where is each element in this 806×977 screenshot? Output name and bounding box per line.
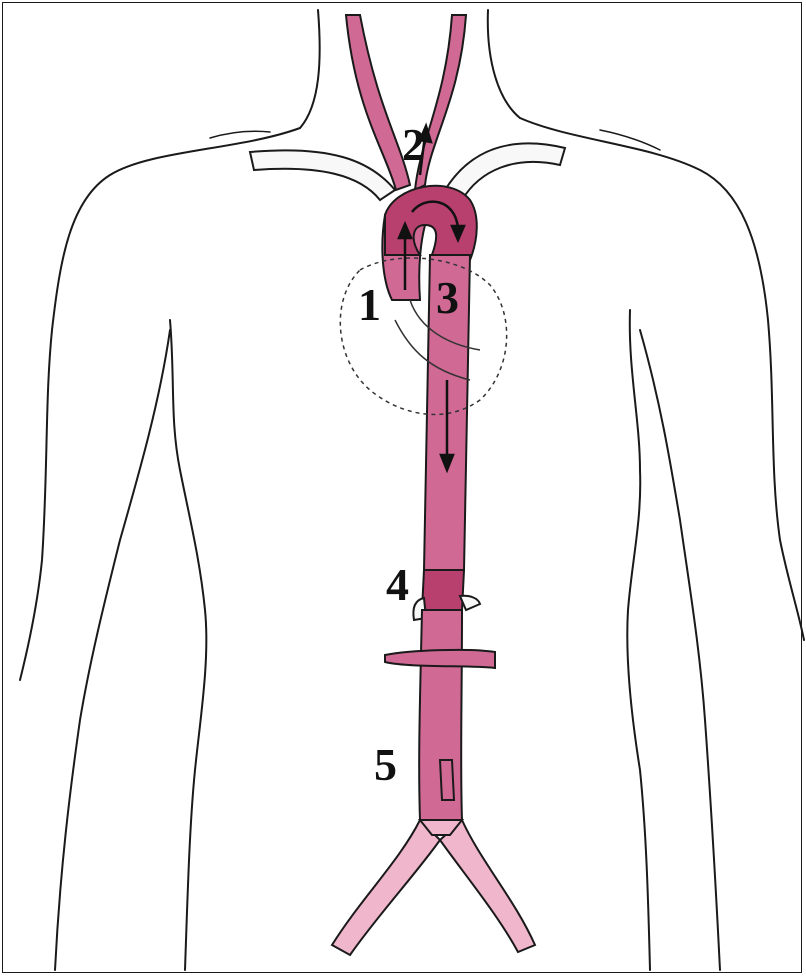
left-arm-inner (55, 330, 170, 970)
common-iliac-left (332, 820, 440, 955)
right-subclavian-branch (445, 143, 565, 200)
left-shoulder-line (20, 128, 300, 680)
mesenteric-branch (385, 650, 495, 668)
segment-label-5: 5 (374, 742, 397, 788)
common-iliac-right (440, 820, 535, 952)
right-shoulder-line (520, 118, 804, 640)
left-torso-side (170, 320, 206, 970)
upper-branches (250, 15, 565, 200)
small-lumbar-branch (440, 760, 454, 800)
segment-label-1: 1 (358, 282, 381, 328)
aortic-arch (385, 186, 477, 260)
left-clavicle-hint (210, 131, 270, 138)
left-subclavian-branch (250, 150, 395, 200)
right-torso-side (627, 310, 650, 970)
neck-right-line (488, 10, 520, 118)
suprarenal-aorta (422, 570, 464, 610)
segment-label-4: 4 (386, 562, 409, 608)
segment-label-3: 3 (436, 275, 459, 321)
right-arm-inner (640, 330, 720, 970)
segment-label-2: 2 (402, 122, 425, 168)
neck-left-line (300, 10, 320, 128)
